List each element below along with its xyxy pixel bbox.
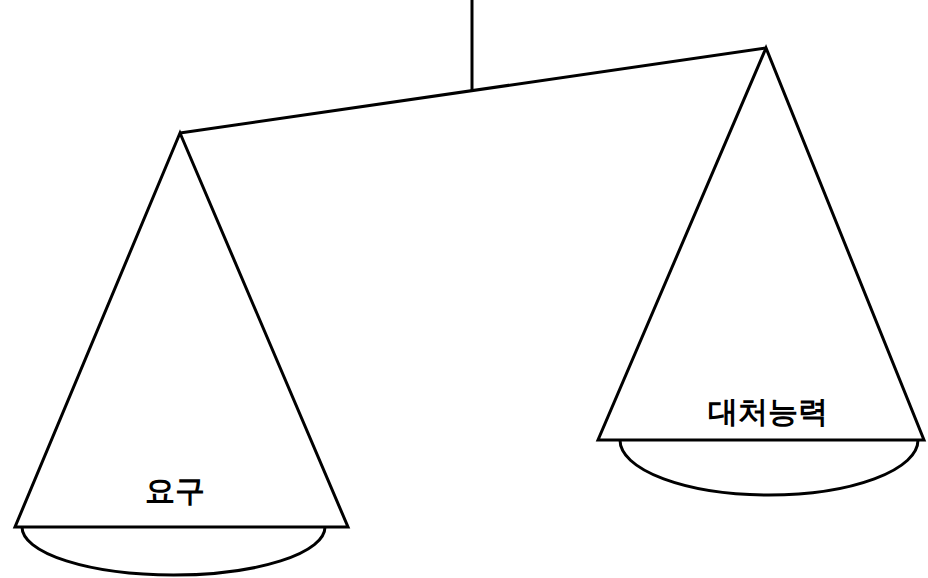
pan-label: 요구: [145, 473, 205, 509]
scale-pan: 대처능력: [598, 48, 925, 498]
scale-post: [471, 0, 474, 91]
pan-dish: [620, 440, 918, 495]
pan-strings: [598, 48, 924, 440]
pan-dish: [22, 527, 325, 575]
pan-label: 대처능력: [708, 394, 828, 430]
scale-pan: 요구: [15, 133, 349, 578]
scale-beam: [180, 48, 766, 133]
pan-outline: [598, 48, 925, 498]
pan-outline: [15, 133, 349, 578]
pan-strings: [15, 133, 348, 527]
